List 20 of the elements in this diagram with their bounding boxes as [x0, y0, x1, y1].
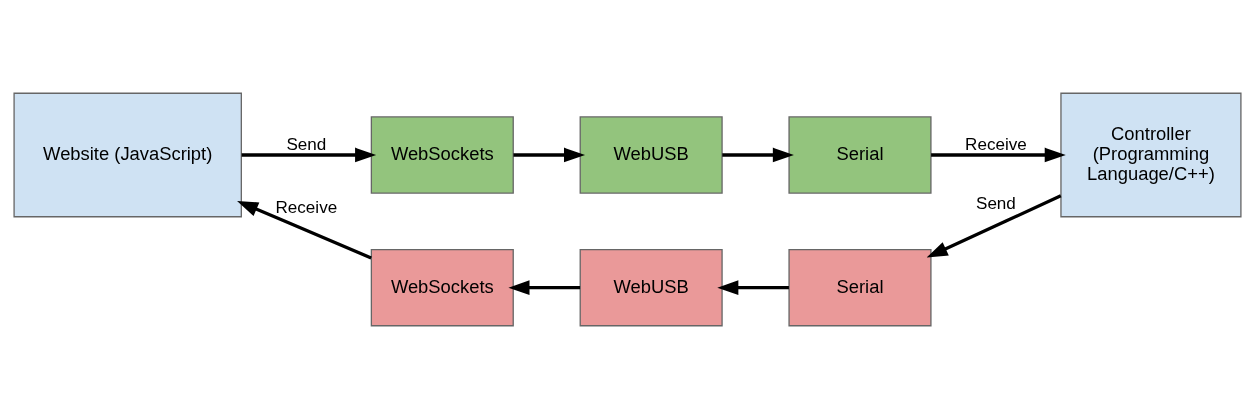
node-box: WebSockets — [370, 248, 514, 327]
arrow — [722, 147, 794, 163]
arrow — [717, 280, 789, 296]
edge-label: Send — [976, 194, 1016, 214]
node-box: Controller (Programming Language/C++) — [1060, 92, 1242, 218]
arrow — [931, 147, 1066, 163]
edge-label: Receive — [275, 198, 338, 218]
node-box: WebSockets — [370, 116, 514, 194]
node-box: Serial — [788, 116, 932, 194]
arrow — [926, 194, 1062, 258]
arrow — [513, 147, 586, 163]
edge-label: Send — [286, 135, 327, 155]
node-box: WebUSB — [579, 248, 723, 327]
edge-label: Receive — [965, 135, 1027, 155]
node-box: Serial — [788, 248, 932, 327]
arrow — [237, 200, 372, 260]
arrow — [241, 147, 377, 163]
node-box: WebUSB — [579, 116, 723, 194]
node-box: Website (JavaScript) — [13, 92, 242, 218]
arrow — [508, 280, 581, 296]
